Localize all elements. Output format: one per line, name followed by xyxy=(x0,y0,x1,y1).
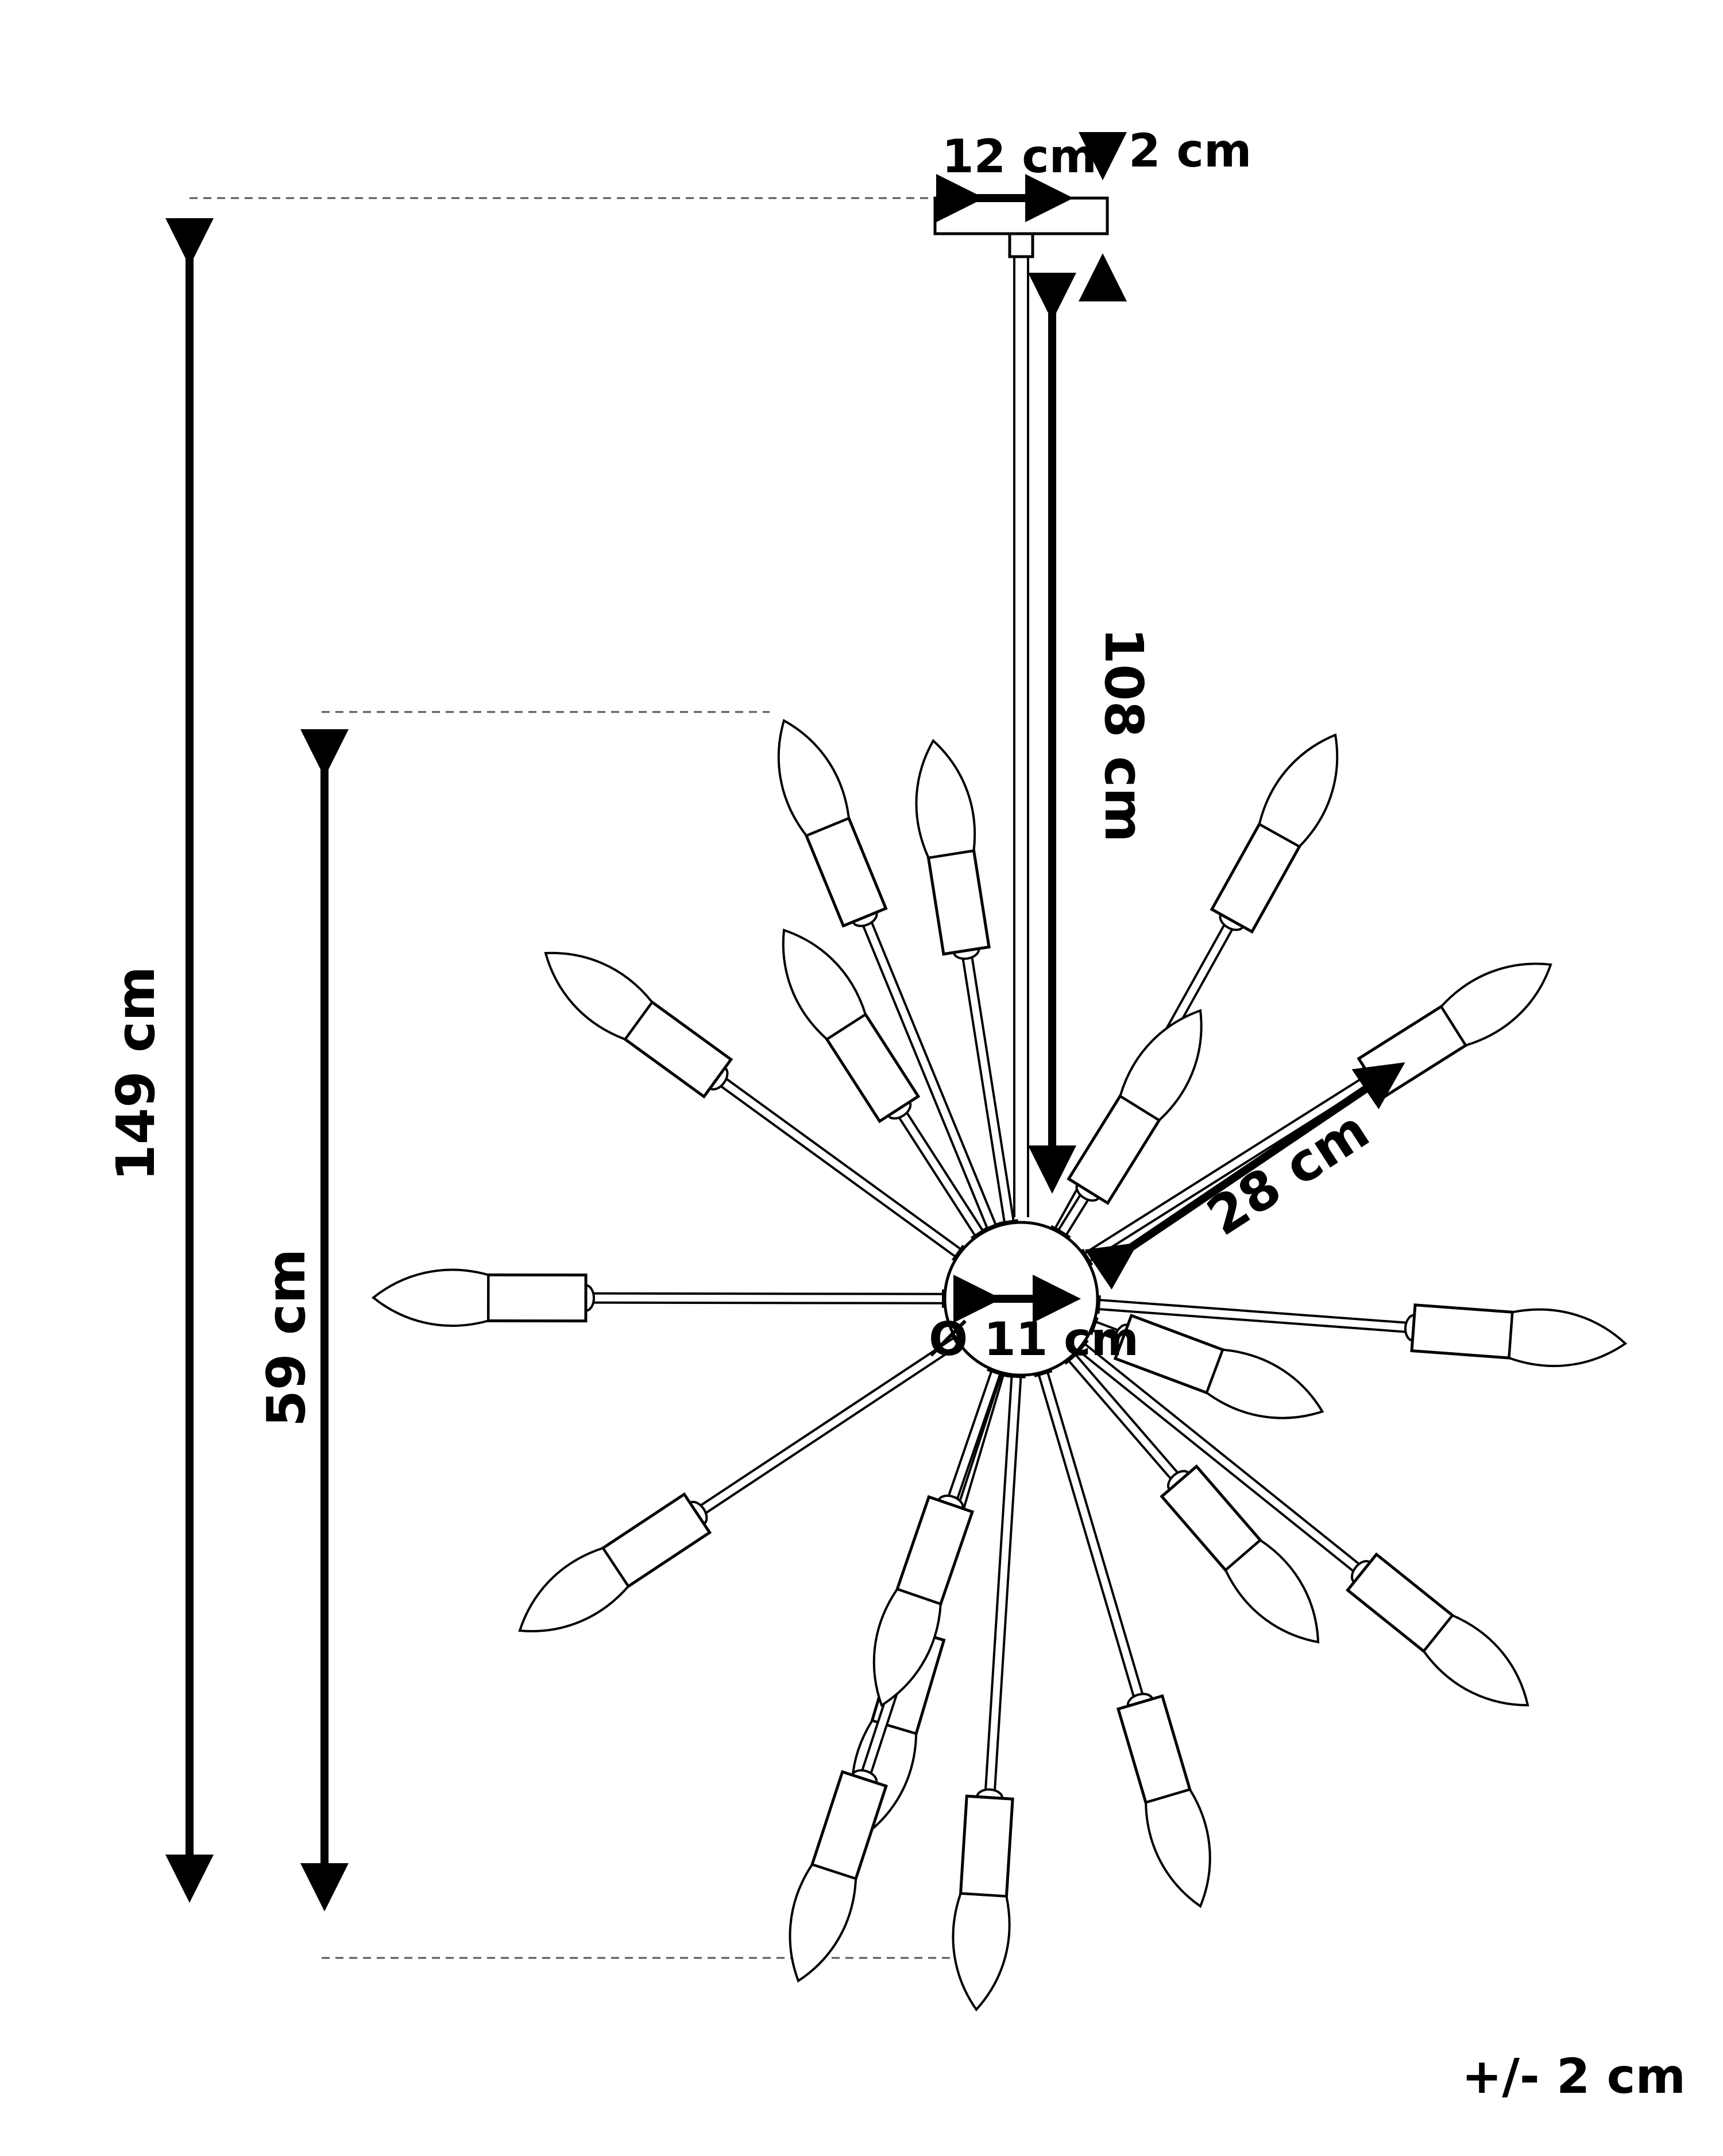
bulb-socket xyxy=(486,1273,588,1323)
candle-bulb xyxy=(1508,1308,1628,1368)
dimension-arrows xyxy=(165,132,1405,1911)
arm-rod xyxy=(693,1334,963,1519)
arm-rod xyxy=(984,1372,1022,1799)
candle-bulb xyxy=(915,738,976,860)
candle-bulb xyxy=(782,928,867,1041)
canopy-plate xyxy=(933,196,1109,235)
bulb-socket xyxy=(1410,1303,1515,1360)
canopy-width-label: 12 cm xyxy=(942,130,1097,183)
hub-diameter-label: Ø 11 cm xyxy=(929,1313,1139,1366)
arm-10 xyxy=(1076,1311,1324,1419)
candle-bulb xyxy=(1205,1348,1324,1419)
candle-bulb xyxy=(1145,1788,1211,1909)
candle-bulb xyxy=(544,951,654,1041)
bulb-socket xyxy=(959,1794,1014,1898)
bulb-socket xyxy=(1116,1694,1192,1805)
arm-rod xyxy=(584,1292,948,1305)
arm-11 xyxy=(518,1325,975,1632)
candle-bulb xyxy=(1224,1538,1320,1644)
arm-8 xyxy=(371,1268,960,1327)
candle-bulb xyxy=(952,1892,1011,2012)
canopy xyxy=(933,196,1109,258)
guide-lines xyxy=(190,197,988,1959)
candle-bulb xyxy=(371,1268,490,1327)
arm-4 xyxy=(544,951,977,1270)
suspension-rod xyxy=(1013,257,1029,1217)
total-height-label: 149 cm xyxy=(105,966,167,1181)
arm-rod xyxy=(713,1073,965,1260)
candle-bulb xyxy=(1119,1009,1203,1122)
arm-5 xyxy=(782,928,996,1252)
candle-bulb xyxy=(777,719,851,837)
rod-connector xyxy=(1008,232,1034,258)
bulb-socket xyxy=(895,1495,975,1607)
candle-bulb xyxy=(872,1588,942,1708)
arm-length-arrow xyxy=(1084,1062,1405,1290)
tolerance-note: +/- 2 cm xyxy=(1462,2048,1686,2104)
candle-bulb xyxy=(1422,1614,1529,1706)
candle-bulb xyxy=(1258,733,1339,848)
canopy-height-label: 2 cm xyxy=(1129,124,1251,177)
bulb-socket xyxy=(926,849,991,956)
candle-bulb xyxy=(789,1863,857,1983)
candle-bulb xyxy=(518,1546,630,1632)
arm-2 xyxy=(915,738,1021,1239)
rod-length-label: 108 cm xyxy=(1093,628,1154,842)
fixture-height-label: 59 cm xyxy=(256,1249,317,1427)
arm-9 xyxy=(1082,1294,1628,1368)
bulb-socket xyxy=(804,816,888,928)
candle-bulb xyxy=(1440,962,1552,1047)
arm-18 xyxy=(872,1354,1010,1708)
arm-rod xyxy=(945,1366,1003,1508)
